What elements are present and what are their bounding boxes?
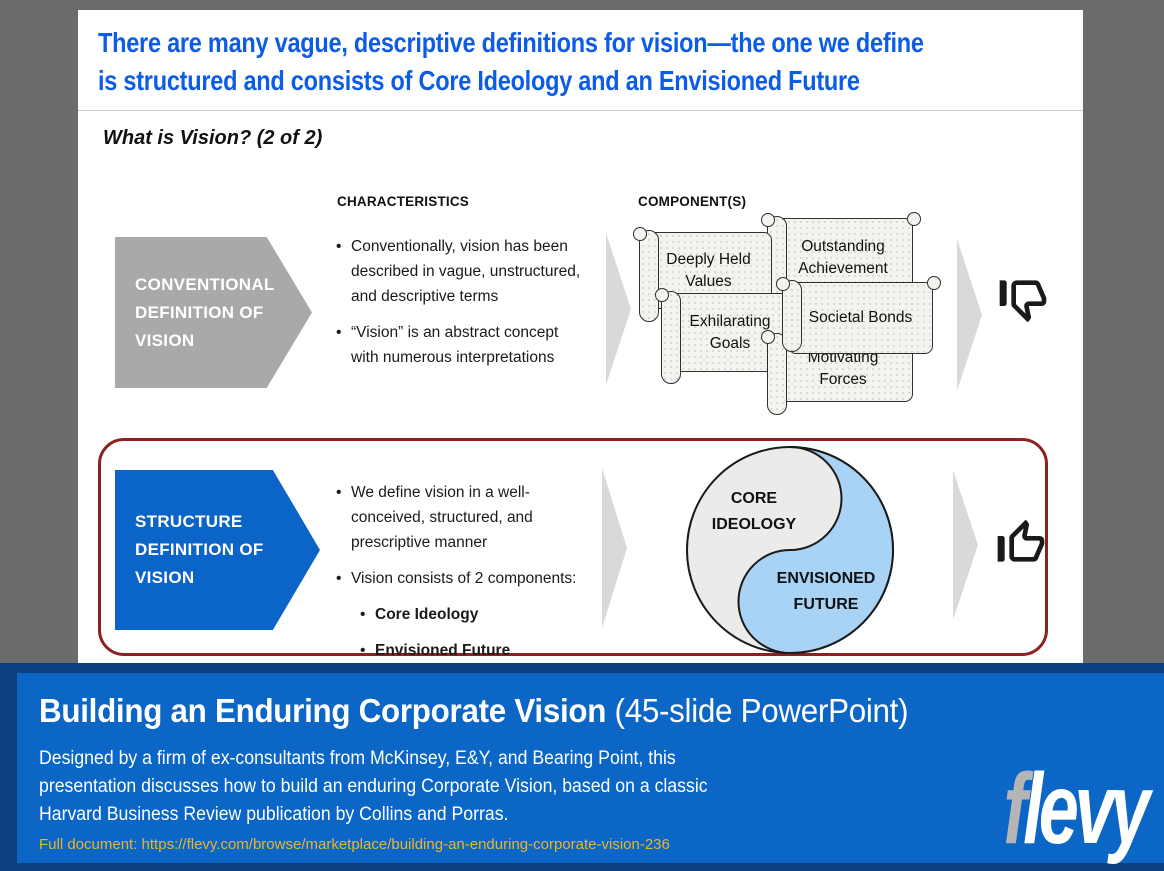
bullet-text: Vision consists of 2 components: <box>351 570 577 587</box>
scroll-roll <box>661 291 681 384</box>
thumbs-up-icon <box>993 512 1049 574</box>
scroll-curl-icon <box>633 227 647 241</box>
bullet-text: “Vision” is an abstract concept with num… <box>351 324 559 366</box>
banner-panel: Building an Enduring Corporate Vision (4… <box>17 673 1164 863</box>
slide-preview: There are many vague, descriptive defini… <box>78 10 1083 663</box>
bullet-text: Conventionally, vision has been describe… <box>351 238 581 305</box>
characteristics-list-structure: • We define vision in a well- conceived,… <box>336 480 626 674</box>
core-ideology-label: CORE IDEOLOGY <box>711 490 797 533</box>
envisioned-future-label: ENVISIONED FUTURE <box>776 570 876 613</box>
flevy-logo-levy: levy <box>1023 753 1150 865</box>
scroll-curl-icon <box>761 213 775 227</box>
flow-arrow-icon <box>606 233 631 385</box>
list-item: • “Vision” is an abstract concept with n… <box>336 320 616 370</box>
scroll-roll <box>767 333 787 415</box>
bullet-text: Core Ideology <box>375 606 479 623</box>
bullet-dot: • <box>336 484 342 501</box>
scroll-curl-icon <box>655 288 669 302</box>
scroll-roll <box>639 230 659 322</box>
bullet-dot: • <box>336 324 342 341</box>
document-title-name: Building an Enduring Corporate Vision <box>39 692 607 729</box>
bullet-dot: • <box>360 642 366 659</box>
bullet-dot: • <box>336 570 342 587</box>
structure-definition-arrow: STRUCTURE DEFINITION OF VISION <box>115 470 320 630</box>
scroll-curl-icon <box>907 212 921 226</box>
bullet-dot: • <box>360 606 366 623</box>
characteristics-list-conventional: • Conventionally, vision has been descri… <box>336 234 616 381</box>
structure-row-highlight <box>98 438 1048 656</box>
scroll-label: Societal Bonds <box>788 282 933 354</box>
document-description: Designed by a firm of ex-consultants fro… <box>39 748 708 825</box>
yin-yang-diagram: CORE IDEOLOGY ENVISIONED FUTURE <box>682 442 898 658</box>
scroll-roll <box>782 280 802 352</box>
column-header-components: COMPONENT(S) <box>638 194 747 209</box>
document-title: Building an Enduring Corporate Vision (4… <box>39 691 1018 731</box>
thumbs-down-icon <box>995 268 1051 330</box>
list-item: • Core Ideology <box>360 602 626 627</box>
flevy-banner: Building an Enduring Corporate Vision (4… <box>0 663 1164 871</box>
scroll-curl-icon <box>927 276 941 290</box>
slide-subtitle: What is Vision? (2 of 2) <box>103 127 323 149</box>
flevy-logo: flevy <box>1003 759 1150 859</box>
list-item: • Envisioned Future <box>360 638 626 663</box>
scroll-curl-icon <box>761 330 775 344</box>
column-header-characteristics: CHARACTERISTICS <box>337 194 470 209</box>
full-document-link[interactable]: Full document: https://flevy.com/browse/… <box>39 836 670 853</box>
slide-title: There are many vague, descriptive defini… <box>98 27 924 96</box>
list-item: • Conventionally, vision has been descri… <box>336 234 616 309</box>
document-title-format: (45-slide PowerPoint) <box>606 692 909 729</box>
flevy-logo-f: f <box>1003 753 1027 865</box>
flow-arrow-icon <box>957 239 982 391</box>
list-item: • We define vision in a well- conceived,… <box>336 480 626 555</box>
components-sublist: • Core Ideology • Envisioned Future <box>360 602 626 663</box>
bullet-text: Envisioned Future <box>375 642 511 659</box>
bullet-dot: • <box>336 238 342 255</box>
list-item: • Vision consists of 2 components: <box>336 566 626 591</box>
bullet-text: We define vision in a well- conceived, s… <box>351 484 533 551</box>
scroll-deeply-held-values: Deeply Held Values <box>633 227 772 322</box>
title-divider <box>78 110 1083 111</box>
scroll-curl-icon <box>776 277 790 291</box>
yin-yang-shape <box>686 446 894 655</box>
conventional-definition-arrow: CONVENTIONAL DEFINITION OF VISION <box>115 237 312 388</box>
scroll-societal-bonds: Societal Bonds <box>776 276 941 354</box>
